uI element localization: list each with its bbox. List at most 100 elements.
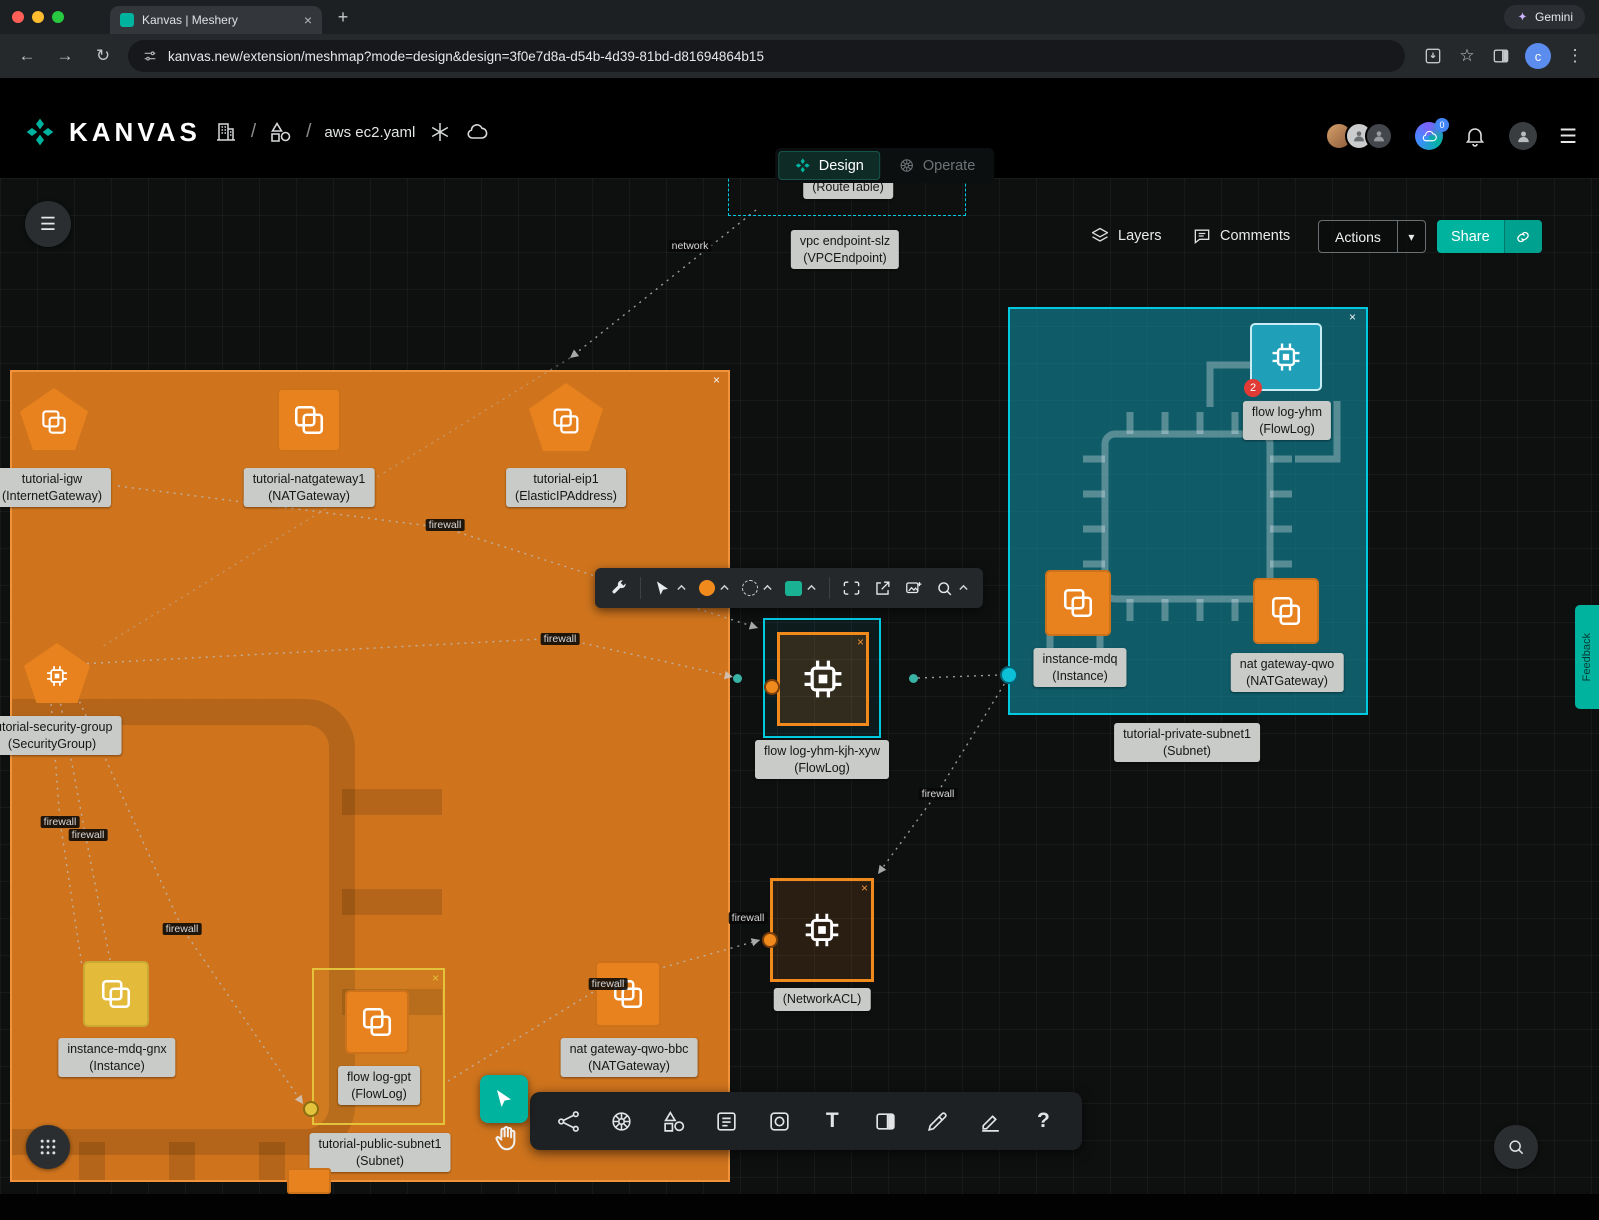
node-label-instance-mdq-gnx[interactable]: instance-mdq-gnx (Instance) xyxy=(58,1038,175,1077)
maximize-window-button[interactable] xyxy=(52,11,64,23)
node-label-flow-log-yhm[interactable]: flow log-yhm (FlowLog) xyxy=(1243,401,1331,440)
node-label-nat-gateway-qwo-bbc[interactable]: nat gateway-qwo-bbc (NATGateway) xyxy=(561,1038,698,1077)
comments-button[interactable]: Comments xyxy=(1192,226,1290,246)
node-label-tutorial-private-subnet1[interactable]: tutorial-private-subnet1 (Subnet) xyxy=(1114,723,1260,762)
node-label-flow-log-gpt[interactable]: flow log-gpt (FlowLog) xyxy=(338,1066,420,1105)
node-label-tutorial-security-group[interactable]: tutorial-security-group (SecurityGroup) xyxy=(0,716,121,755)
selected-node-flow-log-yhm-kjh-xyw[interactable]: × xyxy=(763,618,881,738)
node-clipped[interactable] xyxy=(287,1168,331,1194)
collapse-icon[interactable]: × xyxy=(432,972,439,984)
kanvas-logo-icon[interactable] xyxy=(24,116,56,148)
configure-icon[interactable] xyxy=(609,579,628,598)
shapes-tool[interactable] xyxy=(662,1109,687,1134)
bookmark-star-icon[interactable]: ☆ xyxy=(1457,46,1477,66)
connection-port[interactable] xyxy=(764,679,780,695)
color-menu[interactable] xyxy=(699,580,730,596)
highlighter-tool[interactable] xyxy=(978,1109,1003,1134)
window-controls[interactable] xyxy=(12,11,64,23)
node-label-tutorial-igw[interactable]: tutorial-igw (InternetGateway) xyxy=(0,468,111,507)
edge-handle[interactable] xyxy=(733,674,742,683)
canvas-menu-button[interactable]: ☰ xyxy=(25,201,71,247)
tab-operate[interactable]: Operate xyxy=(882,151,991,180)
connection-port[interactable] xyxy=(1000,666,1018,684)
browser-menu-icon[interactable]: ⋮ xyxy=(1565,46,1585,66)
pan-tool[interactable] xyxy=(492,1123,522,1153)
site-settings-icon[interactable] xyxy=(142,48,158,64)
actions-dropdown-icon[interactable]: ▾ xyxy=(1398,220,1426,253)
copy-link-button[interactable] xyxy=(1504,220,1542,253)
node-tutorial-natgateway1[interactable] xyxy=(277,388,341,452)
help-button[interactable]: ? xyxy=(1031,1109,1056,1134)
node-label-instance-mdq[interactable]: instance-mdq (Instance) xyxy=(1033,648,1126,687)
zoom-search-button[interactable] xyxy=(1494,1125,1538,1169)
collapse-icon[interactable]: × xyxy=(861,882,868,894)
notes-tool[interactable] xyxy=(714,1109,739,1134)
share-button[interactable]: Share xyxy=(1437,220,1542,253)
back-button[interactable]: ← xyxy=(14,43,40,69)
workspace-icon[interactable] xyxy=(269,120,293,144)
node-network-acl[interactable]: × xyxy=(770,878,874,982)
tab-design[interactable]: Design xyxy=(778,151,880,180)
flow-tool[interactable] xyxy=(556,1109,581,1134)
shape-menu[interactable] xyxy=(785,581,817,596)
notifications-bell-icon[interactable] xyxy=(1463,124,1487,148)
save-page-icon[interactable] xyxy=(1423,46,1443,66)
connection-port[interactable] xyxy=(303,1101,319,1117)
node-flow-log-yhm[interactable]: 2 xyxy=(1250,323,1322,391)
node-instance-mdq[interactable] xyxy=(1045,570,1111,636)
gemini-button[interactable]: Gemini xyxy=(1504,5,1585,29)
cloud-sync-icon[interactable] xyxy=(465,120,489,144)
meshery-cloud-button[interactable]: 0 xyxy=(1415,122,1443,150)
design-file-name[interactable]: aws ec2.yaml xyxy=(324,124,415,141)
collapse-icon[interactable]: × xyxy=(857,636,864,648)
edge-handle[interactable] xyxy=(909,674,918,683)
collapse-icon[interactable]: × xyxy=(1349,311,1356,323)
border-style-menu[interactable] xyxy=(742,580,773,596)
actions-button[interactable]: Actions ▾ xyxy=(1318,220,1426,253)
collapse-icon[interactable]: × xyxy=(713,374,720,386)
organization-icon[interactable] xyxy=(214,120,238,144)
node-label-tutorial-public-subnet1[interactable]: tutorial-public-subnet1 (Subnet) xyxy=(310,1133,451,1172)
node-flow-log-gpt[interactable] xyxy=(345,990,409,1054)
select-tool[interactable] xyxy=(480,1075,528,1123)
frame-tool[interactable] xyxy=(873,1109,898,1134)
reload-button[interactable]: ↻ xyxy=(90,43,116,69)
node-instance-mdq-gnx[interactable] xyxy=(83,961,149,1027)
avatar[interactable] xyxy=(1365,122,1393,150)
snowflake-icon[interactable] xyxy=(428,120,452,144)
address-bar[interactable]: kanvas.new/extension/meshmap?mode=design… xyxy=(128,40,1405,72)
node-label-nat-gateway-qwo[interactable]: nat gateway-qwo (NATGateway) xyxy=(1231,653,1344,692)
node-label-tutorial-eip1[interactable]: tutorial-eip1 (ElasticIPAddress) xyxy=(506,468,626,507)
node-label-tutorial-natgateway1[interactable]: tutorial-natgateway1 (NATGateway) xyxy=(244,468,375,507)
browser-tab[interactable]: Kanvas | Meshery × xyxy=(110,6,322,34)
feedback-tab[interactable]: Feedback xyxy=(1575,605,1599,709)
node-nat-gateway-qwo-bbc[interactable] xyxy=(595,961,661,1027)
new-tab-button[interactable]: + xyxy=(330,4,356,30)
browser-panel-icon[interactable] xyxy=(1491,46,1511,66)
apps-grid-button[interactable] xyxy=(26,1125,70,1169)
add-image-icon[interactable] xyxy=(904,579,923,598)
design-canvas[interactable]: × × ☰ xyxy=(0,178,1599,1220)
user-avatar[interactable] xyxy=(1509,122,1537,150)
kubernetes-tool[interactable] xyxy=(609,1109,634,1134)
browser-profile-avatar[interactable]: c xyxy=(1525,43,1551,69)
forward-button[interactable]: → xyxy=(52,43,78,69)
text-tool[interactable]: T xyxy=(820,1109,845,1134)
node-label-network-acl[interactable]: (NetworkACL) xyxy=(774,988,871,1011)
actions-label[interactable]: Actions xyxy=(1318,220,1398,253)
flow-log-node-body[interactable]: × xyxy=(777,632,869,726)
media-tool[interactable] xyxy=(767,1109,792,1134)
close-tab-icon[interactable]: × xyxy=(304,12,312,28)
share-label[interactable]: Share xyxy=(1437,220,1504,253)
minimize-window-button[interactable] xyxy=(32,11,44,23)
app-menu-icon[interactable]: ☰ xyxy=(1559,124,1577,149)
close-window-button[interactable] xyxy=(12,11,24,23)
open-external-icon[interactable] xyxy=(873,579,892,598)
node-nat-gateway-qwo[interactable] xyxy=(1253,578,1319,644)
lens-menu[interactable] xyxy=(935,579,969,598)
pen-tool[interactable] xyxy=(925,1109,950,1134)
node-label-flow-log-yhm-kjh-xyw[interactable]: flow log-yhm-kjh-xyw (FlowLog) xyxy=(755,740,889,779)
cursor-style-menu[interactable] xyxy=(653,579,687,598)
layers-button[interactable]: Layers xyxy=(1090,226,1162,246)
connection-port[interactable] xyxy=(762,932,778,948)
